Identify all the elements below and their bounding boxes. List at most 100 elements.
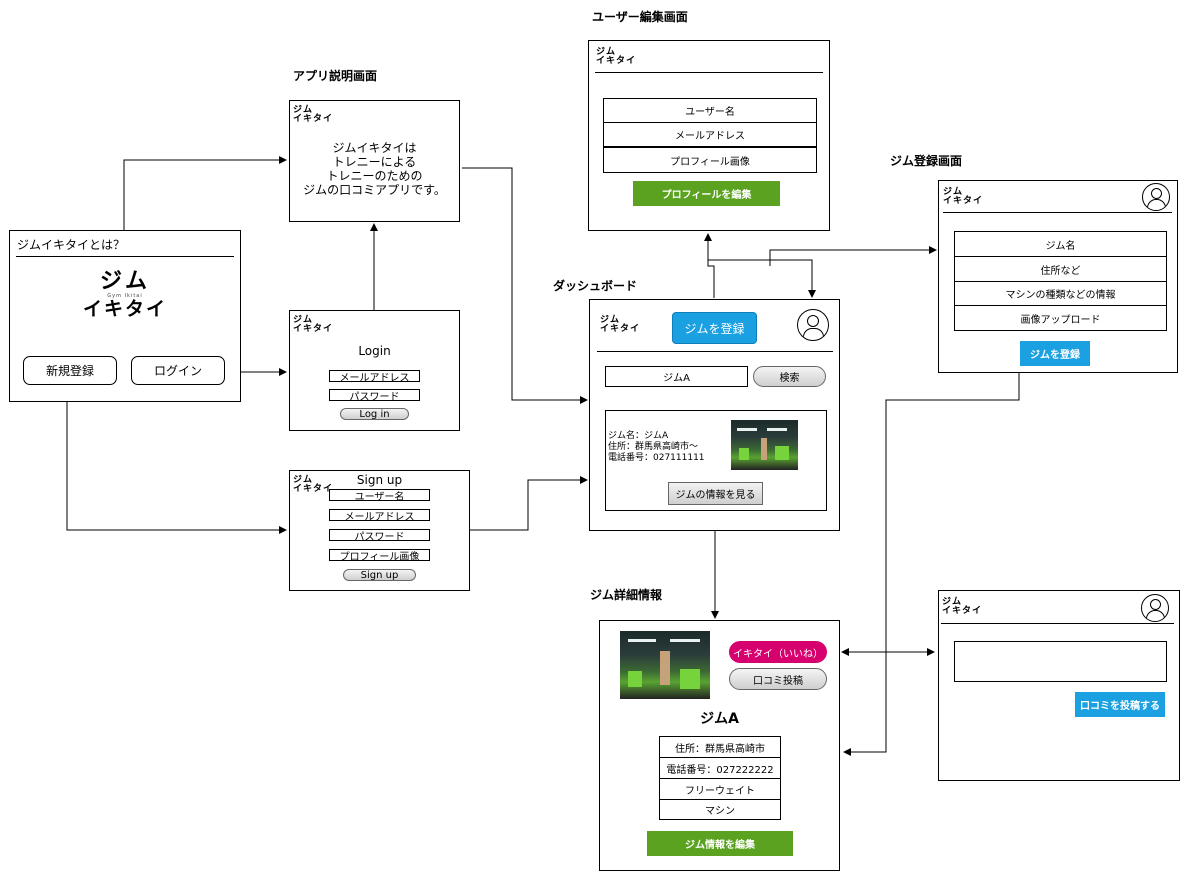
detail-machine-row: マシン [659,799,781,820]
dash-search-button[interactable]: 検索 [753,366,826,387]
dash-avatar-icon[interactable] [797,309,829,341]
dash-register-button[interactable]: ジムを登録 [672,312,757,344]
login-logo-line2: イキタイ [293,324,334,334]
top-heading: ジムイキタイとは？ [17,238,126,252]
signup-logo-line1: ジム [293,475,314,485]
dash-card-line-1: ジム名：ジムA [608,431,669,441]
arrow-gymregister-to-detail [843,373,1020,756]
signup-email-field[interactable]: メールアドレス [329,509,430,523]
about-logo-line2: イキタイ [293,114,334,124]
review-divider [941,623,1174,624]
arrow-top-to-about [123,156,287,230]
dash-logo-line2: イキタイ [600,324,641,334]
login-logo: ジム イキタイ [293,316,333,334]
gym-detail-screen: イキタイ（いいね） 口コミ投稿 ジムA 住所：群馬県高崎市 電話番号：02722… [599,620,840,871]
review-avatar-icon[interactable] [1141,594,1169,622]
top-logo: ジム Gym Ikitai イキタイ [80,269,170,320]
about-text-line-4: ジムの口コミアプリです。 [303,183,446,197]
useredit-username-field[interactable]: ユーザー名 [603,98,817,123]
dash-card-line-2: 住所：群馬県高崎市〜 [608,442,699,452]
dash-card-line-3: 電話番号：027111111 [608,453,705,463]
dash-search-input[interactable]: ジムA [605,366,748,387]
edit-profile-button[interactable]: プロフィールを編集 [633,181,780,206]
signup-logo-line2: イキタイ [293,484,334,494]
gym-detail-label: ジム詳細情報 [590,588,663,602]
top-logo-line2: イキタイ [82,298,167,320]
gymreg-machine-field[interactable]: マシンの種類などの情報 [954,281,1167,306]
dash-card-gym-image [731,420,798,470]
dashboard-label: ダッシュボード [553,279,638,293]
gymreg-avatar-icon[interactable] [1142,183,1170,211]
arrow-useredit-to-dashboard [708,259,816,298]
user-edit-screen: ジム イキタイ ユーザー名 メールアドレス プロフィール画像 プロフィールを編集 [588,40,830,231]
dashboard-screen: ジム イキタイ ジムを登録 ジムA 検索 ジム名：ジムA 住所：群馬県高崎市〜 … [589,299,840,531]
about-screen: ジム イキタイ ジムイキタイは トレニーによる トレニーのための ジムの口コミア… [289,100,460,222]
login-button[interactable]: ログイン [131,356,225,385]
detail-phone-row: 電話番号：027222222 [659,757,781,779]
arrow-dashboard-to-gymregister [769,246,937,266]
review-logo: ジム イキタイ [942,598,982,616]
gymreg-image-upload-field[interactable]: 画像アップロード [954,305,1167,331]
signup-screen: ジム イキタイ Sign up ユーザー名 メールアドレス パスワード プロフィ… [289,470,470,591]
about-text: ジムイキタイは トレニーによる トレニーのための ジムの口コミアプリです。 [290,141,459,197]
signup-logo: ジム イキタイ [293,476,333,494]
top-divider [16,256,234,257]
dash-logo-line1: ジム [600,315,621,325]
register-button[interactable]: 新規登録 [23,356,117,385]
about-screen-label: アプリ説明画面 [293,69,378,83]
useredit-logo: ジム イキタイ [596,48,636,66]
review-textarea[interactable] [954,641,1167,682]
review-screen: ジム イキタイ 口コミを投稿する [938,590,1180,781]
about-logo: ジム イキタイ [293,106,333,124]
login-password-field[interactable]: パスワード [329,389,420,403]
top-logo-sub: Gym Ikitai [107,293,143,299]
review-submit-button[interactable]: 口コミを投稿する [1075,692,1165,717]
review-post-button[interactable]: 口コミ投稿 [729,668,827,690]
useredit-divider [595,72,823,73]
login-email-field[interactable]: メールアドレス [329,370,420,384]
arrow-about-to-dashboard [462,167,588,404]
detail-gym-name: ジムA [700,711,739,727]
gym-register-screen: ジム イキタイ ジム名 住所など マシンの種類などの情報 画像アップロード ジム… [938,180,1178,373]
about-text-line-2: トレニーによる [332,155,417,169]
signup-username-field[interactable]: ユーザー名 [329,489,430,503]
arrow-dashboard-to-useredit [704,233,715,298]
useredit-email-field[interactable]: メールアドレス [603,122,817,147]
dash-gym-card[interactable]: ジム名：ジムA 住所：群馬県高崎市〜 電話番号：027111111 ジムの情報を… [605,410,827,511]
like-button[interactable]: イキタイ（いいね） [729,641,827,663]
login-submit-button[interactable]: Log in [340,408,409,420]
login-title: Login [358,344,391,358]
useredit-logo-line2: イキタイ [596,56,637,66]
about-logo-line1: ジム [293,105,314,115]
review-logo-line2: イキタイ [942,606,983,616]
dash-card-view-button[interactable]: ジムの情報を見る [668,482,763,505]
gymreg-logo: ジム イキタイ [943,188,983,206]
about-text-line-1: ジムイキタイは [332,141,417,155]
signup-submit-button[interactable]: Sign up [343,569,416,581]
gymreg-name-field[interactable]: ジム名 [954,231,1167,257]
gymreg-logo-line2: イキタイ [943,196,984,206]
top-logo-line1: ジム [99,269,150,294]
top-screen: ジムイキタイとは？ ジム Gym Ikitai イキタイ 新規登録 ログイン [9,230,241,402]
dash-divider [597,351,833,352]
arrow-signup-to-dashboard [470,476,588,531]
gymreg-divider [943,212,1172,213]
detail-gym-image [620,631,710,699]
signup-profile-image-field[interactable]: プロフィール画像 [329,549,430,563]
gymreg-submit-button[interactable]: ジムを登録 [1020,341,1090,366]
about-text-line-3: トレニーのための [326,169,423,183]
gymreg-logo-line1: ジム [943,187,964,197]
edit-gym-button[interactable]: ジム情報を編集 [647,831,793,856]
gym-register-label: ジム登録画面 [890,154,963,168]
review-logo-line1: ジム [942,597,963,607]
dash-card-text: ジム名：ジムA 住所：群馬県高崎市〜 電話番号：027111111 [608,431,705,464]
detail-freeweight-row: フリーウェイト [659,778,781,800]
useredit-logo-line1: ジム [596,47,617,57]
arrow-top-to-signup [66,402,287,534]
gymreg-address-field[interactable]: 住所など [954,256,1167,282]
user-edit-label: ユーザー編集画面 [592,10,688,24]
login-logo-line1: ジム [293,315,314,325]
signup-password-field[interactable]: パスワード [329,529,430,543]
useredit-profile-image-field[interactable]: プロフィール画像 [603,147,817,173]
